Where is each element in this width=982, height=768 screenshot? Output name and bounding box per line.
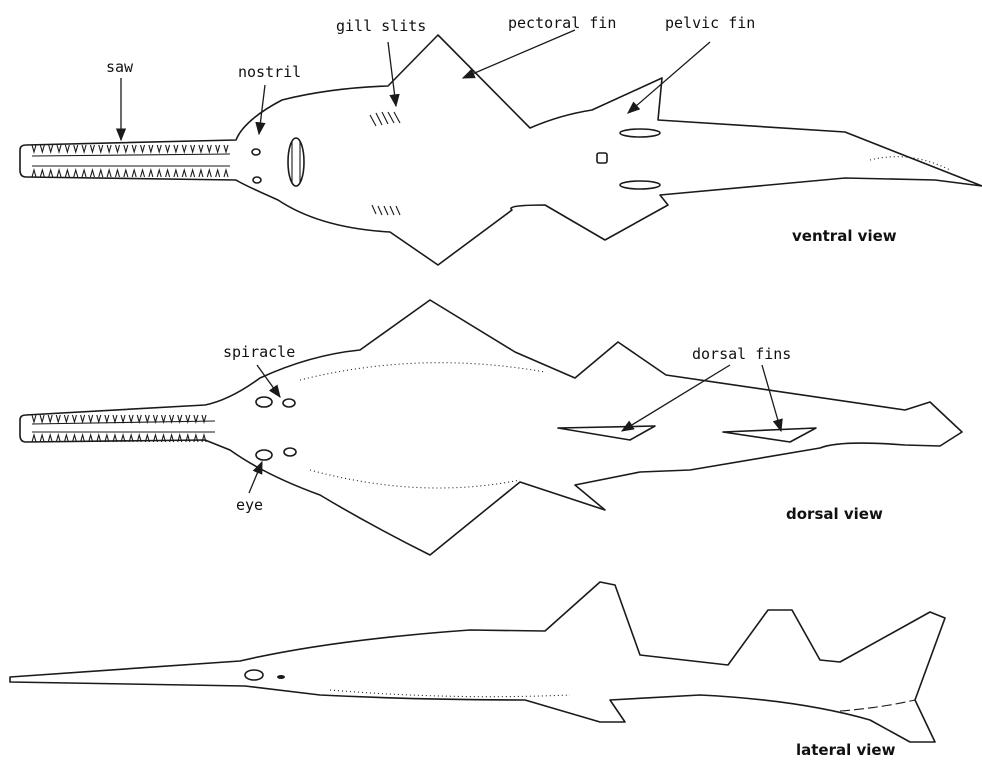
label-lateral-view: lateral view [796, 741, 896, 759]
label-pectoral-fin: pectoral fin [508, 14, 616, 32]
label-dorsal-fins: dorsal fins [692, 345, 791, 363]
label-ventral-view: ventral view [792, 227, 897, 245]
label-eye: eye [236, 496, 263, 514]
label-saw: saw [106, 58, 134, 76]
mouth [288, 138, 304, 186]
label-gill-slits: gill slits [336, 17, 426, 35]
label-spiracle: spiracle [223, 343, 295, 361]
label-dorsal-view: dorsal view [786, 505, 883, 523]
lateral-spiracle [277, 675, 285, 679]
label-pelvic-fin: pelvic fin [665, 14, 755, 32]
label-nostril: nostril [238, 63, 301, 81]
lateral-body-outline [10, 582, 945, 742]
lateral-view-figure [10, 582, 945, 742]
lateral-eye [245, 670, 263, 680]
